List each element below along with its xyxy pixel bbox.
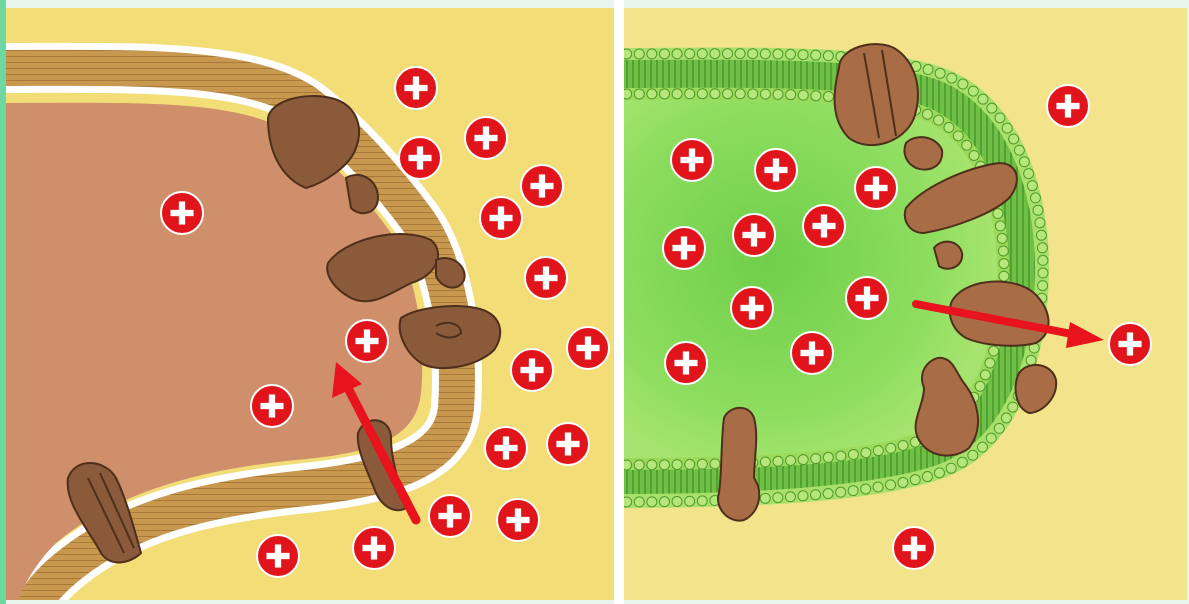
ion-inside: [161, 192, 203, 234]
panel-divider: [614, 0, 624, 604]
ion-inside: [671, 139, 713, 181]
channel-protein: [718, 408, 759, 521]
ion-outside: [353, 527, 395, 569]
channel-protein: [835, 44, 918, 145]
ion-inside: [791, 332, 833, 374]
ion-inside: [346, 320, 388, 362]
ion-outside: [511, 349, 553, 391]
panel-ion-influx: [6, 8, 614, 600]
ion-inside: [731, 287, 773, 329]
ion-outside: [497, 499, 539, 541]
ion-inside: [803, 205, 845, 247]
ion-inside: [663, 227, 705, 269]
protein-small: [934, 242, 962, 269]
ion-outside: [429, 495, 471, 537]
ion-inside: [855, 167, 897, 209]
ion-outside: [465, 117, 507, 159]
ion-outside: [567, 327, 609, 369]
ion-inside: [846, 277, 888, 319]
ion-inside: [665, 342, 707, 384]
ion-inside: [733, 214, 775, 256]
ion-outside: [1109, 323, 1151, 365]
ion-inside: [755, 149, 797, 191]
ion-inside: [251, 385, 293, 427]
ion-outside: [480, 197, 522, 239]
protein-small: [904, 137, 942, 169]
diagram-left: [6, 8, 614, 600]
ion-outside: [547, 423, 589, 465]
ion-outside: [399, 137, 441, 179]
ion-outside: [1047, 85, 1089, 127]
diagram-right: [624, 8, 1187, 600]
ion-outside: [893, 527, 935, 569]
ion-outside: [485, 427, 527, 469]
ion-outside: [525, 257, 567, 299]
ion-outside: [395, 67, 437, 109]
ion-outside: [257, 535, 299, 577]
ion-outside: [521, 165, 563, 207]
panel-ion-efflux: [624, 8, 1187, 600]
